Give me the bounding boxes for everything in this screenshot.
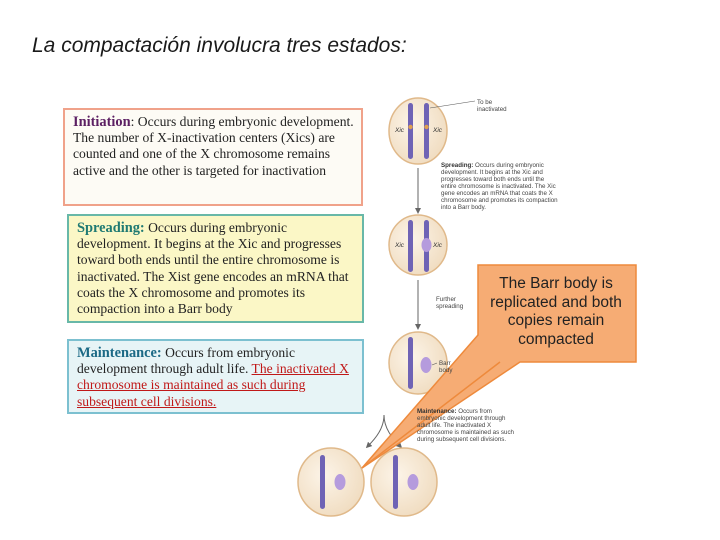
- barr-body: [420, 357, 432, 373]
- barr-body-copy: [334, 474, 346, 490]
- maintenance-highlight: The inactivated X chromosome is maintain…: [77, 361, 349, 409]
- spreading-small-text: Spreading: Occurs during embryonic devel…: [441, 162, 558, 211]
- barr-body-copy: [407, 474, 419, 490]
- chromosome-x-targeted: [424, 103, 429, 159]
- cell-spreading: [388, 214, 448, 276]
- chromosome-x-active: [408, 337, 413, 389]
- chromosome-x-active: [408, 220, 413, 272]
- to-be-inactivated-label: To be inactivated: [477, 99, 507, 113]
- further-spreading-label: Further spreading: [436, 296, 464, 310]
- xic-label: Xic: [395, 242, 405, 249]
- daughter-cell-left: [297, 447, 365, 517]
- callout-body: [479, 266, 635, 361]
- maintenance-text: Occurs from embryonic development throug…: [77, 345, 295, 377]
- to-be-inactivated-pointer: [429, 100, 476, 109]
- spreading-box: Spreading: Occurs during embryonic devel…: [67, 214, 364, 323]
- chromosome-x-active: [408, 103, 413, 159]
- initiation-heading: Initiation: [73, 114, 131, 130]
- spreading-heading: Spreading:: [77, 220, 145, 236]
- xist-coating: [421, 238, 432, 252]
- xic-label: Xic: [395, 127, 405, 134]
- daughter-cell-right: [370, 447, 438, 517]
- maintenance-box: Maintenance: Occurs from embryonic devel…: [67, 339, 364, 414]
- initiation-text: : Occurs during embryonic development. T…: [73, 114, 354, 178]
- barr-body-pointer: [431, 362, 438, 366]
- maintenance-small-text: Maintenance: Occurs from embryonic devel…: [417, 408, 514, 443]
- split-arrow: [365, 414, 385, 449]
- callout-pointer: [361, 334, 501, 469]
- spreading-text: Occurs during embryonic development. It …: [77, 220, 349, 317]
- spreading-small-heading: Spreading:: [441, 162, 474, 169]
- cell-barr-body: [388, 331, 448, 395]
- maintenance-small-heading: Maintenance:: [417, 408, 457, 415]
- cell-initiation: [388, 97, 448, 165]
- xic-marker: [408, 124, 413, 130]
- xic-marker: [424, 124, 429, 130]
- maintenance-heading: Maintenance:: [77, 345, 162, 361]
- xic-label: Xic: [433, 242, 443, 249]
- page-title: La compactación involucra tres estados:: [32, 34, 407, 57]
- chromosome-x-active: [320, 455, 325, 509]
- chromosome-x-active: [393, 455, 398, 509]
- barr-body-label: Barr body: [439, 360, 453, 374]
- callout-text: The Barr body is replicated and both cop…: [490, 275, 622, 348]
- xic-label: Xic: [433, 127, 443, 134]
- initiation-box: Initiation: Occurs during embryonic deve…: [63, 108, 363, 206]
